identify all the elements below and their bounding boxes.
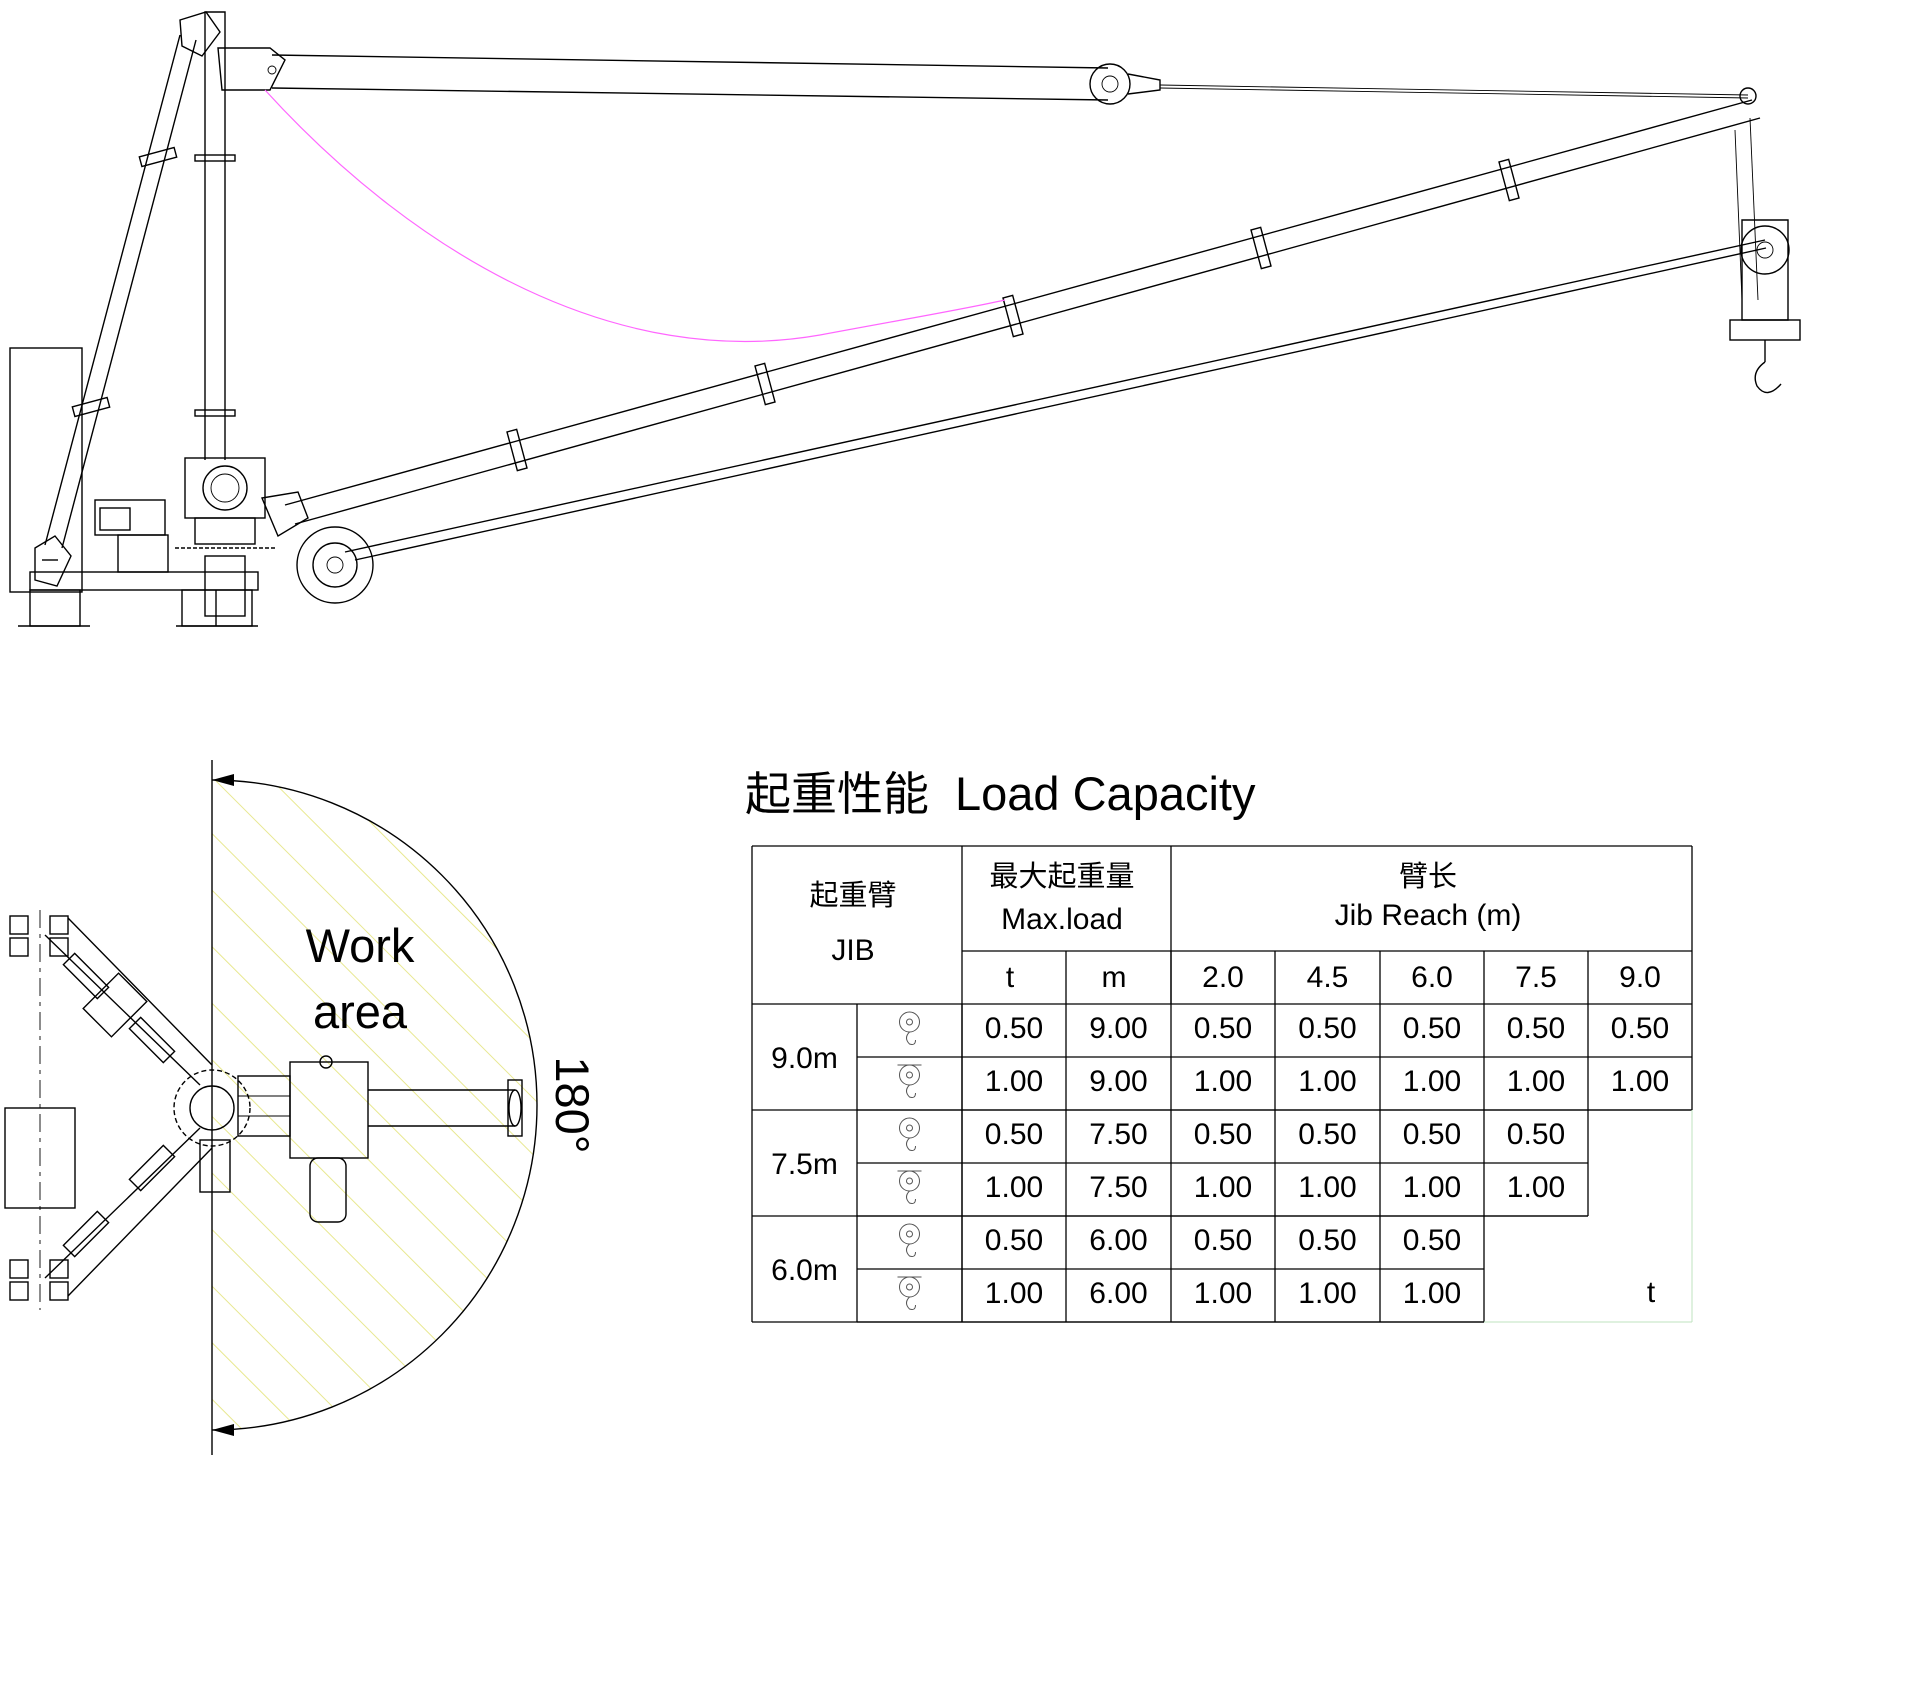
load-value: 0.50: [1194, 1118, 1252, 1151]
load-value: 1.00: [1194, 1065, 1252, 1098]
max-load-t: 1.00: [985, 1171, 1043, 1204]
crane-side-elevation: [9, 11, 1801, 627]
hook-icon: [899, 1011, 920, 1045]
load-value: 1.00: [1298, 1171, 1356, 1204]
load-value: 0.50: [1298, 1118, 1356, 1151]
hook-block: [1729, 117, 1801, 394]
max-load-t: 1.00: [985, 1277, 1043, 1310]
jib-length: 6.0m: [771, 1254, 838, 1287]
reach-header: 9.0: [1619, 961, 1661, 994]
hook-icon: [897, 1276, 922, 1310]
load-value: 1.00: [1403, 1277, 1461, 1310]
unit-note: t: [1647, 1276, 1656, 1309]
work-area: [211, 760, 538, 1455]
load-value: 0.50: [1298, 1012, 1356, 1045]
load-value: 0.50: [1403, 1224, 1461, 1257]
load-value: 1.00: [1507, 1065, 1565, 1098]
load-value: 0.50: [1403, 1118, 1461, 1151]
header-reach-en: Jib Reach (m): [1335, 899, 1522, 932]
jib-length: 7.5m: [771, 1148, 838, 1181]
stay-strut: [34, 11, 221, 587]
load-value: 1.00: [1194, 1277, 1252, 1310]
table-title-en: Load Capacity: [955, 767, 1256, 820]
load-value: 1.00: [1403, 1065, 1461, 1098]
load-value: 1.00: [1403, 1171, 1461, 1204]
boom: [261, 99, 1767, 604]
plan-leg-lower: [9, 1127, 213, 1301]
max-load-t: 0.50: [985, 1118, 1043, 1151]
crane-plan-view: Work area 180°: [4, 760, 599, 1455]
load-table-cells: 2.0 4.5 6.0 7.5 9.0 0.50 9.00 0.50 0.50 0.50 0.50 0…: [771, 961, 1669, 1310]
base-frame: [18, 499, 259, 627]
mast: [175, 11, 286, 617]
upper-tie: [271, 54, 1757, 105]
max-load-t: 1.00: [985, 1065, 1043, 1098]
load-value: 1.00: [1298, 1277, 1356, 1310]
load-capacity: 起重性能 Load Capacity 起重臂 JIB 最大起重量 Max.loa…: [745, 767, 1693, 1323]
reach-header: 6.0: [1411, 961, 1453, 994]
plan-control-box: [4, 1107, 76, 1209]
max-load-m: 9.00: [1089, 1012, 1147, 1045]
reach-header: 4.5: [1307, 961, 1349, 994]
table-title-cn: 起重性能: [745, 767, 929, 821]
max-load-t: 0.50: [985, 1012, 1043, 1045]
hook-icon: [897, 1170, 922, 1204]
load-value: 0.50: [1507, 1118, 1565, 1151]
max-load-m: 7.50: [1089, 1171, 1147, 1204]
jib-length: 9.0m: [771, 1042, 838, 1075]
hook-icon: [899, 1223, 920, 1257]
work-area-label-2: area: [313, 985, 408, 1038]
subheader-m: m: [1102, 961, 1127, 994]
load-value: 1.00: [1298, 1065, 1356, 1098]
load-value: 0.50: [1194, 1224, 1252, 1257]
work-area-label-1: Work: [306, 919, 415, 972]
reach-header: 2.0: [1202, 961, 1244, 994]
header-maxload-cn: 最大起重量: [989, 859, 1134, 893]
max-load-m: 9.00: [1089, 1065, 1147, 1098]
load-value: 0.50: [1507, 1012, 1565, 1045]
header-jib-cn: 起重臂: [809, 878, 896, 912]
slewing-ring: [173, 1069, 291, 1193]
load-value: 0.50: [1298, 1224, 1356, 1257]
subheader-t: t: [1006, 961, 1015, 994]
load-value: 0.50: [1194, 1012, 1252, 1045]
load-value: 0.50: [1403, 1012, 1461, 1045]
load-table-grid: [751, 845, 1693, 1323]
max-load-t: 0.50: [985, 1224, 1043, 1257]
hook-icon: [897, 1064, 922, 1098]
load-value: 1.00: [1194, 1171, 1252, 1204]
max-load-m: 6.00: [1089, 1277, 1147, 1310]
header-maxload-en: Max.load: [1001, 903, 1123, 936]
reach-header: 7.5: [1515, 961, 1557, 994]
max-load-m: 6.00: [1089, 1224, 1147, 1257]
load-value: 0.50: [1611, 1012, 1669, 1045]
max-load-m: 7.50: [1089, 1118, 1147, 1151]
angle-label: 180°: [546, 1056, 599, 1153]
hook-icon: [899, 1117, 920, 1151]
load-value: 1.00: [1507, 1171, 1565, 1204]
cable-curve: [264, 89, 1006, 343]
load-value: 1.00: [1611, 1065, 1669, 1098]
header-reach-cn: 臂长: [1399, 859, 1457, 893]
header-jib-en: JIB: [831, 934, 874, 967]
plan-leg-upper: [9, 915, 213, 1086]
plan-boom: [289, 1055, 523, 1223]
